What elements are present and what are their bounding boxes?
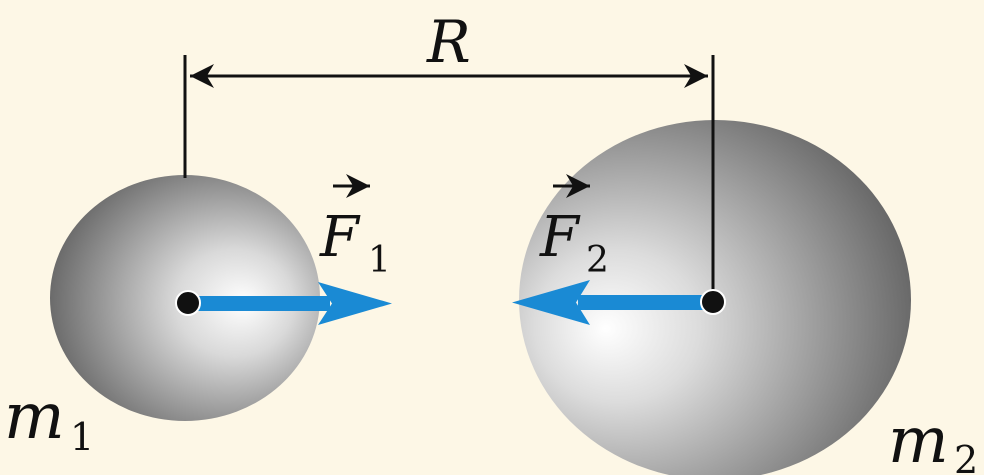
force-label-f1-subscript: 1 xyxy=(368,240,391,281)
force-label-f1: F 1 xyxy=(319,174,391,281)
force-label-f2-subscript: 2 xyxy=(586,240,609,281)
force-label-f2: F 2 xyxy=(539,174,609,281)
mass-label-m1-letter: m xyxy=(4,380,65,454)
force-label-f1-letter: F xyxy=(319,205,361,270)
force-arrow-f1 xyxy=(188,282,392,325)
mass-label-m2-letter: m xyxy=(888,404,949,475)
mass-label-m2: m 2 xyxy=(888,404,978,475)
distance-label: R xyxy=(426,8,471,76)
force-arrow-f2 xyxy=(512,280,713,325)
center-point-m1 xyxy=(175,290,201,316)
mass-label-m2-subscript: 2 xyxy=(954,438,978,475)
center-point-m2 xyxy=(700,289,726,315)
mass-label-m1: m 1 xyxy=(4,380,94,459)
mass-label-m1-subscript: 1 xyxy=(70,415,94,459)
force-label-f2-letter: F xyxy=(539,205,581,270)
